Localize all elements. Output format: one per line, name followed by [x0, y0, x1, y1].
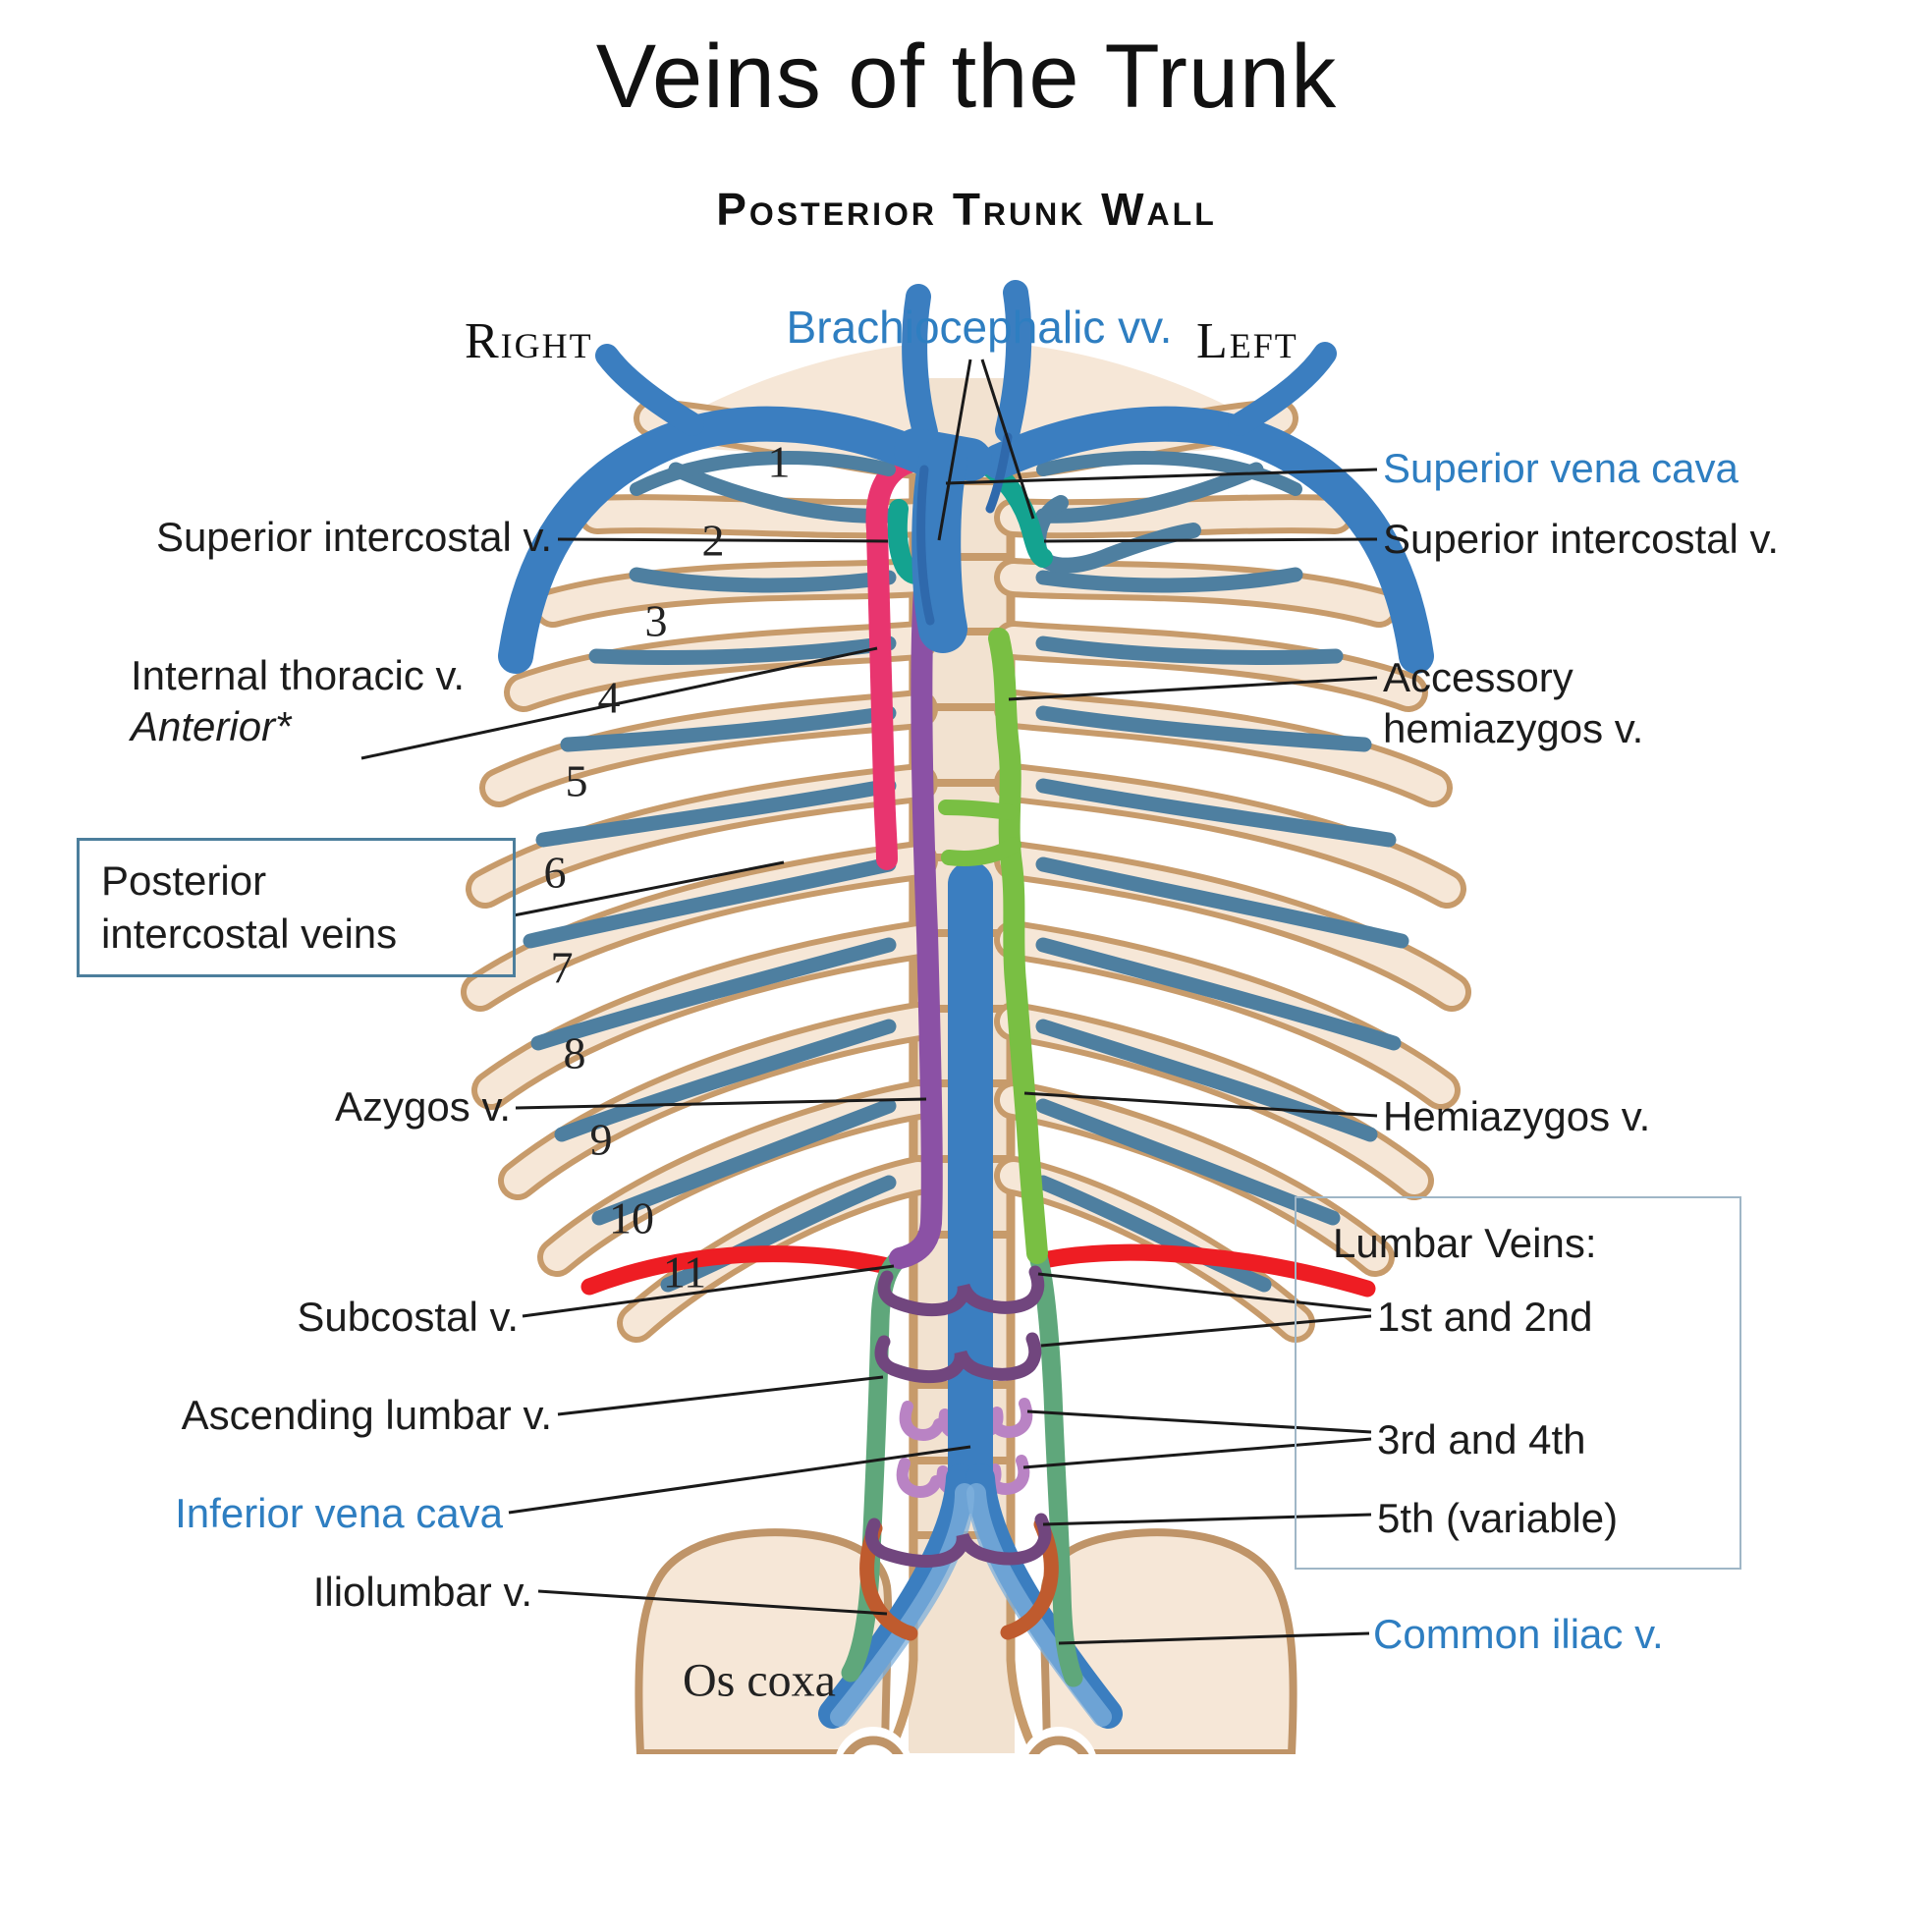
left-jugular-stub: [995, 280, 1032, 443]
label-accessory-hemiazygos: Accessory hemiazygos v.: [1383, 654, 1644, 751]
label-hemiazygos: Hemiazygos v.: [1383, 1092, 1651, 1139]
label-superior-intercostal-left: Superior intercostal v.: [155, 513, 552, 560]
label-iliolumbar: Iliolumbar v.: [312, 1568, 532, 1615]
rib-number-11: 11: [662, 1246, 707, 1297]
left-arm-vein-stub: [1228, 342, 1337, 436]
label-common-iliac: Common iliac v.: [1373, 1610, 1664, 1657]
rib-number-10: 10: [609, 1192, 654, 1243]
posterior-intercostal-veins-right: [1035, 462, 1409, 1293]
rib-number-4: 4: [597, 672, 621, 723]
label-posterior-intercostal-1: Posterior: [101, 857, 267, 904]
page-subtitle: Posterior Trunk Wall: [716, 184, 1217, 235]
label-ascending-lumbar: Ascending lumbar v.: [181, 1391, 552, 1438]
hemiazygos-veins: [938, 628, 1048, 1264]
left-brachiocephalic-vein: [981, 406, 1434, 674]
rib-number-3: 3: [644, 595, 668, 646]
right-brachiocephalic-vein: [498, 406, 951, 674]
orientation-right: Right: [465, 313, 593, 369]
os-coxa-left: [635, 1528, 893, 1757]
lumbar-veins-1st-2nd-5th: [864, 1265, 1052, 1568]
rib-number-8: 8: [563, 1027, 586, 1078]
rib-number-5: 5: [565, 755, 588, 806]
rib-number-9: 9: [589, 1114, 613, 1165]
label-inferior-vena-cava: Inferior vena cava: [175, 1489, 503, 1536]
label-os-coxa: Os coxa: [683, 1654, 836, 1707]
right-jugular-stub: [902, 284, 938, 445]
iliolumbar-veins: [859, 1517, 1059, 1641]
lumbar-item-5th: 5th (variable): [1377, 1495, 1619, 1541]
label-superior-vena-cava: Superior vena cava: [1383, 444, 1739, 491]
right-arm-vein-stub: [595, 344, 704, 436]
label-brachiocephalic: Brachiocephalic vv.: [786, 301, 1173, 353]
label-superior-intercostal-right: Superior intercostal v.: [1383, 515, 1780, 562]
lumbar-veins-box: Lumbar Veins: 1st and 2nd 3rd and 4th 5t…: [1295, 1196, 1741, 1570]
posterior-intercostal-box: Posterior intercostal veins: [77, 838, 516, 977]
leader-lines: [360, 359, 1378, 1645]
posterior-intercostal-veins-left: [523, 462, 897, 1293]
lumbar-item-1st-2nd: 1st and 2nd: [1377, 1294, 1593, 1340]
label-posterior-intercostal-2: intercostal veins: [101, 911, 398, 957]
rib-number-1: 1: [767, 436, 791, 487]
lumbar-item-3rd-4th: 3rd and 4th: [1377, 1416, 1586, 1463]
intercostal-j-vessel: [1030, 495, 1201, 574]
inferior-vena-cava-vessel: [818, 861, 1123, 1729]
label-internal-thoracic: Internal thoracic v. Anterior*: [131, 652, 466, 749]
subcostal-veins: [580, 1243, 1376, 1297]
lumbar-box-heading: Lumbar Veins:: [1333, 1220, 1597, 1266]
rib-number-2: 2: [701, 515, 725, 566]
rib-number-7: 7: [550, 942, 574, 993]
label-azygos: Azygos v.: [335, 1082, 511, 1130]
orientation-left: Left: [1196, 313, 1298, 369]
superior-vena-cava-vessel: [911, 432, 1013, 653]
rib-cage-right: [994, 399, 1471, 1343]
page-title: Veins of the Trunk: [595, 27, 1338, 127]
figure-crop-edge: [0, 1754, 1932, 1932]
label-subcostal: Subcostal v.: [297, 1293, 519, 1340]
rib-number-6: 6: [543, 847, 567, 898]
